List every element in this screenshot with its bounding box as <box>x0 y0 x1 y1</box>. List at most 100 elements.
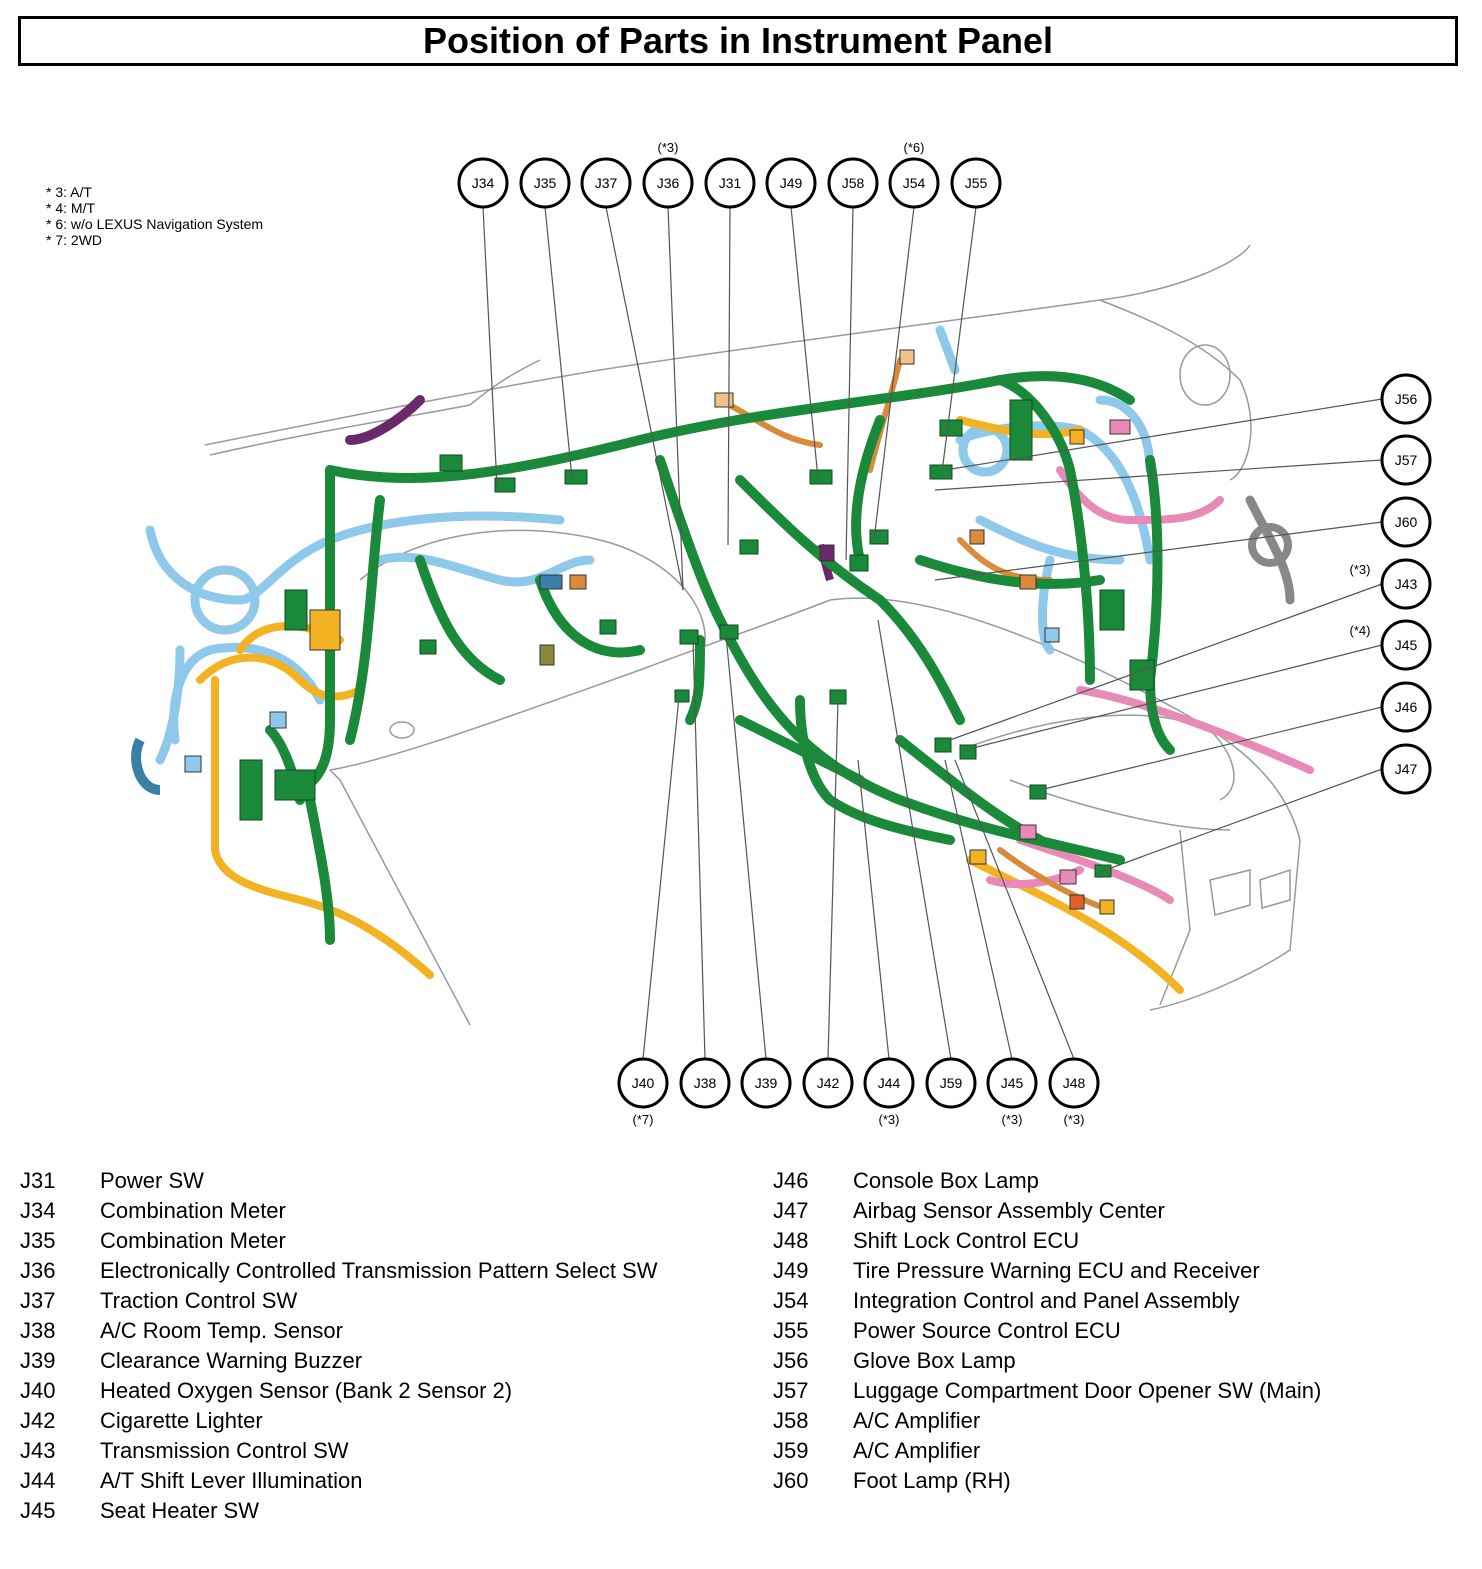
legend-code: J47 <box>773 1198 809 1223</box>
callout-label: J31 <box>719 175 742 191</box>
callout-J59: J59 <box>925 1057 977 1109</box>
legend-code: J45 <box>20 1498 56 1523</box>
callout-J44: J44 (*3) <box>863 1057 915 1127</box>
harness-purple <box>345 395 425 445</box>
legend-code: J44 <box>20 1468 56 1493</box>
legend-code: J36 <box>20 1258 56 1283</box>
note-line: * 3: A/T <box>46 184 92 200</box>
legend-code: J37 <box>20 1288 56 1313</box>
page-title: Position of Parts in Instrument Panel <box>422 20 1054 61</box>
legend-row: J35 Combination Meter <box>20 1226 710 1256</box>
callout-label: J47 <box>1395 761 1418 777</box>
callout-J47: J47 <box>1380 743 1432 795</box>
note-line: * 4: M/T <box>46 200 96 216</box>
legend-desc: Transmission Control SW <box>100 1438 349 1463</box>
callout-J46: J46 <box>1380 681 1432 733</box>
legend-code: J49 <box>773 1258 809 1283</box>
legend-desc: Traction Control SW <box>100 1288 298 1313</box>
callout-note: (*6) <box>904 140 925 155</box>
legend-desc: Electronically Controlled Transmission P… <box>100 1258 658 1283</box>
note-line: * 7: 2WD <box>46 232 103 248</box>
callout-label: J60 <box>1395 514 1418 530</box>
connector-blocks <box>239 399 1155 878</box>
callout-label: J59 <box>940 1075 963 1091</box>
legend-row: J47 Airbag Sensor Assembly Center <box>773 1196 1453 1226</box>
callout-J36: J36 (*3) <box>642 140 694 209</box>
legend-code: J54 <box>773 1288 809 1313</box>
legend-desc: Clearance Warning Buzzer <box>100 1348 363 1373</box>
legend-desc: Power SW <box>100 1168 204 1193</box>
legend-code: J35 <box>20 1228 56 1253</box>
legend-code: J55 <box>773 1318 809 1343</box>
callout-J42: J42 <box>802 1057 854 1109</box>
note-line: * 6: w/o LEXUS Navigation System <box>46 216 264 232</box>
callout-J45-bottom: J45 (*3) <box>986 1057 1038 1127</box>
callout-note: (*7) <box>633 1112 654 1127</box>
legend-code: J40 <box>20 1378 56 1403</box>
harness-dark-blue <box>131 737 161 795</box>
callout-J39: J39 <box>740 1057 792 1109</box>
callout-J45-right: J45 (*4) <box>1350 619 1432 671</box>
callout-label: J38 <box>694 1075 717 1091</box>
callout-label: J40 <box>632 1075 655 1091</box>
harness-yellow <box>196 416 1184 994</box>
legend-desc: A/C Amplifier <box>853 1408 981 1433</box>
callout-note: (*3) <box>658 140 679 155</box>
callout-label: J37 <box>595 175 618 191</box>
legend-row: J58 A/C Amplifier <box>773 1406 1453 1436</box>
harness-gray <box>1245 495 1295 605</box>
notes-block: * 3: A/T * 4: M/T * 6: w/o LEXUS Navigat… <box>46 184 263 248</box>
legend-code: J46 <box>773 1168 809 1193</box>
legend-desc: Combination Meter <box>100 1228 286 1253</box>
callout-J57: J57 <box>1380 434 1432 486</box>
legend-row: J39 Clearance Warning Buzzer <box>20 1346 710 1376</box>
legend-row: J36 Electronically Controlled Transmissio… <box>20 1256 710 1286</box>
legend-code: J39 <box>20 1348 56 1373</box>
legend-desc: Tire Pressure Warning ECU and Receiver <box>853 1258 1260 1283</box>
callout-note: (*3) <box>879 1112 900 1127</box>
legend-desc: Heated Oxygen Sensor (Bank 2 Sensor 2) <box>100 1378 513 1403</box>
legend-desc: Airbag Sensor Assembly Center <box>853 1198 1165 1223</box>
callout-label: J58 <box>842 175 865 191</box>
legend-code: J56 <box>773 1348 809 1373</box>
legend-desc: A/C Amplifier <box>853 1438 981 1463</box>
callout-J43: J43 (*3) <box>1350 558 1432 610</box>
callout-label: J56 <box>1395 391 1418 407</box>
legend-row: J60 Foot Lamp (RH) <box>773 1466 1453 1496</box>
callout-J37: J37 <box>580 157 632 209</box>
callout-label: J57 <box>1395 452 1418 468</box>
legend-row: J40 Heated Oxygen Sensor (Bank 2 Sensor 2… <box>20 1376 710 1406</box>
legend-desc: Cigarette Lighter <box>100 1408 263 1433</box>
callout-note: (*3) <box>1350 562 1371 577</box>
legend-code: J31 <box>20 1168 56 1193</box>
legend-row: J37 Traction Control SW <box>20 1286 710 1316</box>
legend-code: J48 <box>773 1228 809 1253</box>
leader-lines <box>482 206 1383 1060</box>
callout-label: J54 <box>903 175 926 191</box>
gray-grommet <box>1248 523 1292 567</box>
legend-desc: Combination Meter <box>100 1198 286 1223</box>
callout-label: J35 <box>534 175 557 191</box>
callout-J38: J38 <box>679 1057 731 1109</box>
callout-note: (*4) <box>1350 623 1371 638</box>
instrument-panel-diagram: J34 J35 J37 J36 (*3) J31 J49 J58 J54 (*6… <box>131 140 1432 1127</box>
callout-J56: J56 <box>1380 373 1432 425</box>
legend-code: J60 <box>773 1468 809 1493</box>
legend-code: J58 <box>773 1408 809 1433</box>
callout-label: J42 <box>817 1075 840 1091</box>
callout-label: J49 <box>780 175 803 191</box>
callout-J40: J40 (*7) <box>617 1057 669 1127</box>
legend-desc: A/T Shift Lever Illumination <box>100 1468 363 1493</box>
legend-code: J43 <box>20 1438 56 1463</box>
legend-desc: Foot Lamp (RH) <box>853 1468 1011 1493</box>
blue-grommet <box>190 565 260 635</box>
